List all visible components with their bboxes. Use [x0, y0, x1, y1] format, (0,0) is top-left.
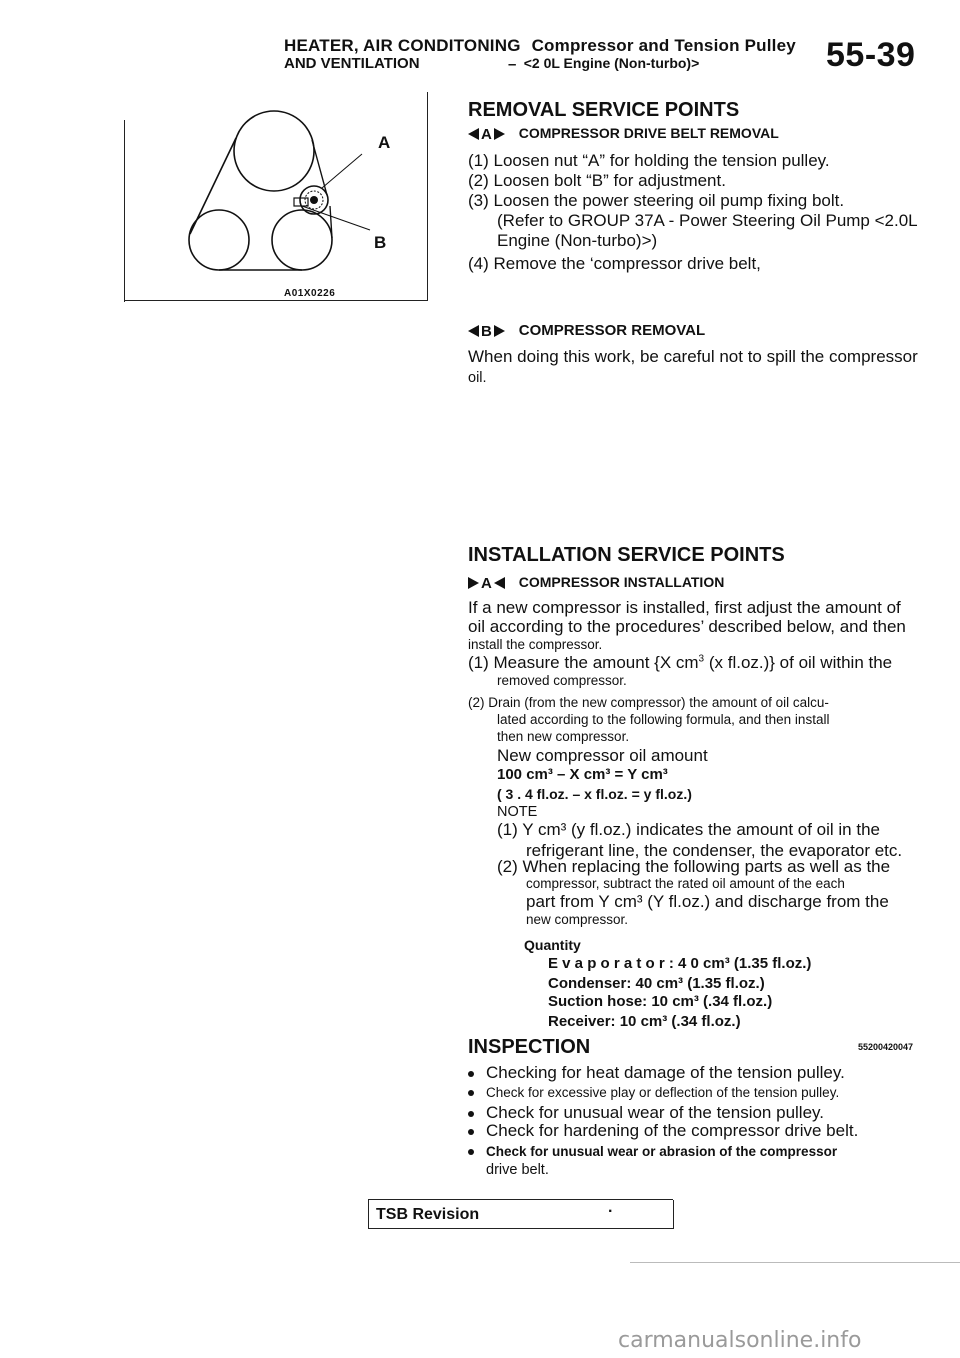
install-step-2b: lated according to the following formula…: [497, 712, 830, 727]
tsb-box: [368, 1200, 674, 1229]
inspection-item-4-text: Check for hardening of the compressor dr…: [486, 1121, 859, 1140]
bullet-icon: [468, 1128, 474, 1135]
figure-border-right: [427, 92, 428, 300]
compressor-removal-title-row: B COMPRESSOR REMOVAL: [468, 322, 938, 340]
note-1a: (1) Y cm³ (y fl.oz.) indicates the amoun…: [497, 820, 880, 839]
inspection-code: 55200420047: [858, 1042, 914, 1052]
quantity-evaporator: E v a p o r a t o r : 4 0 cm³ (1.35 fl.o…: [548, 955, 812, 972]
triangle-right-icon: [493, 325, 505, 338]
quantity-label: Quantity: [524, 937, 581, 953]
note-2b: compressor, subtract the rated oil amoun…: [526, 876, 845, 891]
install-intro-3: install the compressor.: [468, 637, 603, 652]
inspection-item-1-text: Checking for heat damage of the tension …: [486, 1063, 845, 1082]
triangle-left-icon: [468, 325, 479, 338]
note-2d: new compressor.: [526, 912, 629, 927]
inspection-item-5-cont: drive belt.: [486, 1162, 549, 1178]
bullet-icon: [468, 1070, 474, 1077]
inspection-item-2-text: Check for excessive play or deflection o…: [486, 1085, 840, 1100]
install-intro-1: If a new compressor is installed, first …: [468, 598, 901, 617]
triangle-right-icon: [468, 577, 479, 590]
note-2a: (2) When replacing the following parts a…: [497, 857, 891, 876]
inspection-heading: INSPECTION: [468, 1036, 591, 1058]
belt-diagram: A B: [188, 110, 390, 271]
belt-removal-title: COMPRESSOR DRIVE BELT REMOVAL: [518, 125, 779, 141]
formula-metric: 100 cm³ – X cm³ = Y cm³: [497, 766, 668, 783]
marker-b: B: [481, 322, 492, 340]
header-category-line1: HEATER, AIR CONDITONING: [284, 36, 521, 55]
footer-rule: [630, 1262, 960, 1263]
triangle-right-icon: [493, 128, 505, 141]
inspection-item-5-text: Check for unusual wear or abrasion of th…: [486, 1144, 838, 1159]
tsb-dot: ·: [608, 1203, 614, 1220]
note-label: NOTE: [497, 804, 538, 820]
formula-imperial: ( 3 . 4 fl.oz. – x fl.oz. = y fl.oz.): [497, 786, 692, 802]
install-step-2a: (2) Drain (from the new compressor) the …: [468, 695, 829, 710]
compressor-removal-title: COMPRESSOR REMOVAL: [518, 322, 706, 339]
crank-pulley: [233, 110, 315, 192]
compressor-pulley: [271, 209, 333, 271]
header-dash: –: [508, 56, 517, 73]
installation-title-row: A COMPRESSOR INSTALLATION: [468, 574, 938, 592]
quantity-suction-hose: Suction hose: 10 cm³ (.34 fl.oz.): [548, 993, 773, 1010]
watermark[interactable]: carmanualsonline.info: [618, 1328, 862, 1353]
note-2c: part from Y cm³ (Y fl.oz.) and discharge…: [526, 892, 889, 911]
note-1b: refrigerant line, the condenser, the eva…: [526, 841, 903, 860]
installation-heading: INSTALLATION SERVICE POINTS: [468, 544, 785, 566]
header-line2: AND VENTILATION <2 0L Engine (Non-turbo)…: [284, 55, 699, 72]
quantity-receiver: Receiver: 10 cm³ (.34 fl.oz.): [548, 1013, 741, 1030]
belt-ref-2: Engine (Non-turbo)>): [497, 231, 658, 250]
figure-label-b: B: [374, 233, 386, 252]
install-step-1-sup: 3: [698, 653, 705, 665]
install-step-1-cont: removed compressor.: [497, 673, 627, 688]
inspection-item-2: Check for excessive play or deflection o…: [468, 1085, 938, 1101]
install-step-1: (1) Measure the amount {X cm3 (x fl.oz.)…: [468, 653, 938, 672]
triangle-left-icon: [468, 128, 479, 141]
inspection-item-3-text: Check for unusual wear of the tension pu…: [486, 1103, 824, 1122]
bullet-icon: [468, 1090, 474, 1097]
installation-title: COMPRESSOR INSTALLATION: [518, 574, 725, 590]
removal-heading: REMOVAL SERVICE POINTS: [468, 99, 740, 121]
tsb-revision-label: TSB Revision: [376, 1206, 480, 1223]
compressor-removal-line2: oil.: [468, 370, 487, 386]
install-step-1-post: (x fl.oz.)} of oil within the: [704, 653, 893, 672]
header-category: HEATER, AIR CONDITONING Compressor and T…: [284, 36, 796, 56]
install-step-2c: then new compressor.: [497, 729, 630, 744]
figure-label-a: A: [378, 133, 390, 152]
tsb-box-top: [368, 1199, 673, 1200]
page-number: 55-39: [826, 36, 916, 74]
quantity-condenser: Condenser: 40 cm³ (1.35 fl.oz.): [548, 975, 765, 992]
inspection-item-1: Checking for heat damage of the tension …: [468, 1063, 938, 1082]
tension-pulley: [299, 185, 329, 215]
belt-step-2: (2) Loosen bolt “B” for adjustment.: [468, 171, 726, 190]
install-step-1-pre: (1) Measure the amount {X cm: [468, 653, 699, 672]
formula-title: New compressor oil amount: [497, 746, 708, 765]
belt-step-4: (4) Remove the ‘compressor drive belt,: [468, 254, 761, 273]
belt-removal-title-row: A COMPRESSOR DRIVE BELT REMOVAL: [468, 125, 938, 143]
figure-border-bottom: [124, 300, 428, 301]
belt-step-3: (3) Loosen the power steering oil pump f…: [468, 191, 845, 210]
figure-code: A01X0226: [284, 288, 336, 299]
compressor-removal-line1: When doing this work, be careful not to …: [468, 347, 918, 366]
marker-a: A: [481, 125, 492, 143]
header-subtitle: <2 0L Engine (Non-turbo)>: [523, 55, 700, 71]
header-title: Compressor and Tension Pulley: [531, 36, 796, 55]
triangle-left-icon: [493, 577, 505, 590]
belt-ref-1: (Refer to GROUP 37A - Power Steering Oil…: [497, 211, 918, 230]
install-intro-2: oil according to the procedures’ describ…: [468, 617, 906, 636]
marker-a-install: A: [481, 574, 492, 592]
belt-step-1: (1) Loosen nut “A” for holding the tensi…: [468, 151, 830, 170]
inspection-item-3: Check for unusual wear of the tension pu…: [468, 1103, 938, 1122]
header-category-line2: AND VENTILATION: [284, 55, 420, 72]
inspection-item-5: Check for unusual wear or abrasion of th…: [468, 1144, 938, 1160]
inspection-item-4: Check for hardening of the compressor dr…: [468, 1121, 938, 1140]
bullet-icon: [468, 1149, 474, 1156]
figure-border-left: [124, 120, 125, 302]
bullet-icon: [468, 1110, 474, 1117]
